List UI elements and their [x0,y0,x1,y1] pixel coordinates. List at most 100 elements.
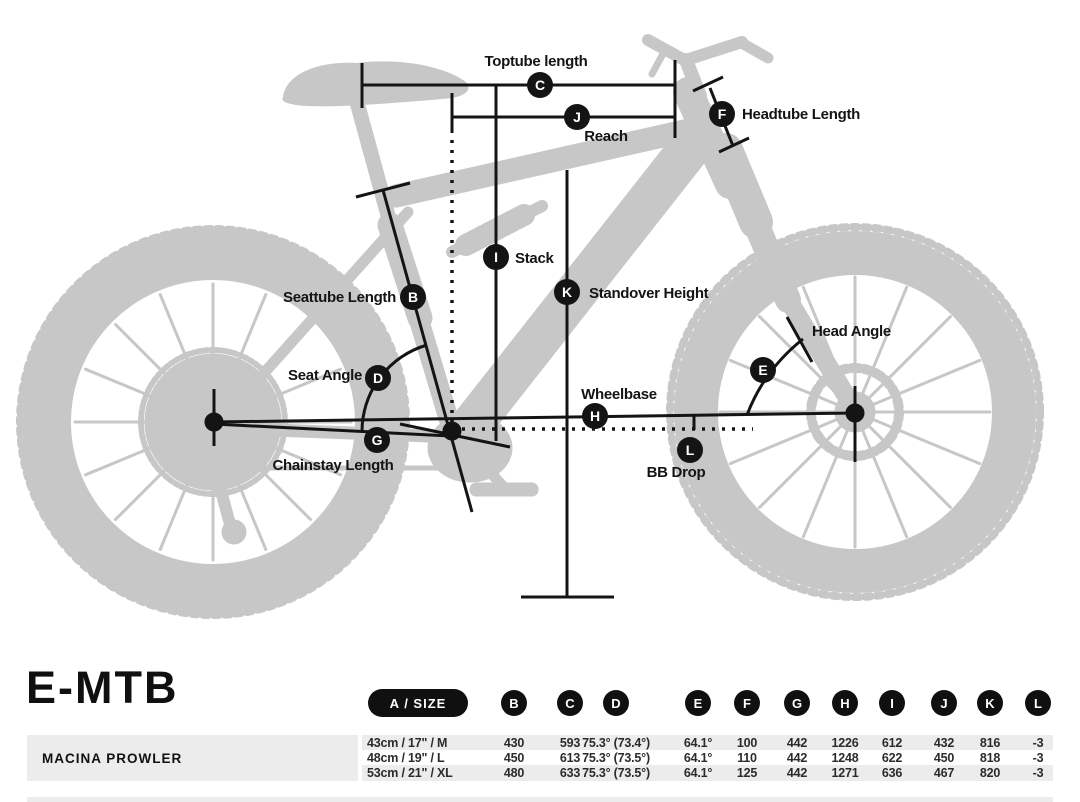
marker-I-letter: I [494,249,498,265]
marker-H: H [582,403,608,429]
label-standover: Standover Height [589,285,709,302]
value-cell: 64.1° [683,735,713,750]
marker-I: I [483,244,509,270]
value-cell: 75.3° (73.5°) [582,750,650,765]
marker-K-letter: K [562,284,572,300]
model-name: MACINA PROWLER [27,735,358,781]
value-cell: 432 [933,735,955,750]
headtube-tick-top [692,75,724,93]
value-cell: 110 [737,750,757,765]
headtube-tick-bottom [718,136,750,154]
seattube-top-tick [355,181,411,199]
value-cell: -3 [1032,766,1044,780]
measurement-lines [204,60,865,599]
size-header-pill: A / SIZE [368,689,468,717]
value-cell: 612 [881,735,903,750]
value-cell: 442 [786,750,808,765]
value-cell: -3 [1032,750,1044,765]
value-cell: 442 [786,766,808,780]
label-reach: Reach [584,128,628,145]
table-row: 53cm / 21" / XL 480 633 75.3° (73.5°) 64… [362,765,1053,781]
value-cell: 480 [503,766,525,780]
marker-C-letter: C [535,77,545,93]
marker-L: L [677,437,703,463]
value-cell: 442 [786,735,808,750]
value-cell: 593 [559,735,581,750]
front-axle-dot [845,403,865,423]
size-cell: 48cm / 19" / L [367,750,445,765]
column-header-H: H [832,690,858,716]
label-head-angle: Head Angle [812,323,891,340]
value-cell: 64.1° [683,750,713,765]
value-cell: 818 [979,750,1001,765]
value-cell: 1271 [831,766,859,780]
column-header-I: I [879,690,905,716]
label-wheelbase: Wheelbase [581,386,657,403]
label-bb-drop: BB Drop [647,464,706,481]
column-header-K: K [977,690,1003,716]
front-wheel-graphic [666,223,1044,601]
seattube-line [381,189,474,513]
label-seattube: Seattube Length [283,289,396,306]
value-cell: 125 [736,766,758,780]
marker-L-letter: L [686,442,695,458]
value-cell: 450 [503,750,525,765]
table-row: 48cm / 19" / L 450 613 75.3° (73.5°) 64.… [362,750,1053,765]
value-cell: 636 [881,766,903,780]
value-cell: 820 [979,766,1001,780]
value-cell: 1226 [831,735,859,750]
column-header-L: L [1025,690,1051,716]
chainstay-line [213,422,451,438]
marker-E-letter: E [758,362,767,378]
size-cell: 43cm / 17" / M [367,735,448,750]
letter-markers: C J F I K B D E H G L [364,72,776,463]
marker-F-letter: F [718,106,727,122]
value-cell: 64.1° [683,766,713,780]
marker-K: K [554,279,580,305]
label-seat-angle: Seat Angle [288,367,362,384]
value-cell: 1248 [831,750,859,765]
bike-geometry-diagram: C J F I K B D E H G L Toptube length Rea… [16,34,1044,619]
marker-G: G [364,427,390,453]
marker-D-letter: D [373,370,383,386]
value-cell: 75.3° (73.4°) [582,735,650,750]
marker-B-letter: B [408,289,418,305]
marker-J: J [564,104,590,130]
bb-dot [442,421,462,441]
marker-B: B [400,284,426,310]
label-toptube: Toptube length [485,53,588,70]
value-cell: 100 [736,735,758,750]
label-chainstay: Chainstay Length [272,457,393,474]
rear-axle-dot [204,412,224,432]
size-cell: 53cm / 21" / XL [367,766,453,780]
column-header-E: E [685,690,711,716]
measurement-labels: Toptube length Reach Headtube Length Sta… [272,53,891,481]
column-header-J: J [931,690,957,716]
label-stack: Stack [515,250,554,267]
marker-D: D [365,365,391,391]
marker-G-letter: G [372,432,383,448]
value-cell: 450 [933,750,955,765]
marker-H-letter: H [590,408,600,424]
label-headtube: Headtube Length [742,106,860,123]
value-cell: 613 [559,750,581,765]
wheelbase-line [213,411,856,424]
value-cell: 467 [933,766,955,780]
value-cell: 622 [881,750,903,765]
value-cell: 816 [979,735,1001,750]
value-cell: 75.3° (73.5°) [582,766,650,780]
head-axis-tick [785,316,814,363]
marker-F: F [709,101,735,127]
section-title: E-MTB [26,662,179,713]
column-header-G: G [784,690,810,716]
value-cell: 633 [559,766,581,780]
column-header-C: C [557,690,583,716]
table-row: 43cm / 17" / M 430 593 75.3° (73.4°) 64.… [362,735,1053,750]
column-header-D: D [603,690,629,716]
marker-E: E [750,357,776,383]
marker-C: C [527,72,553,98]
column-header-F: F [734,690,760,716]
value-cell: 430 [503,735,525,750]
marker-J-letter: J [573,109,581,125]
